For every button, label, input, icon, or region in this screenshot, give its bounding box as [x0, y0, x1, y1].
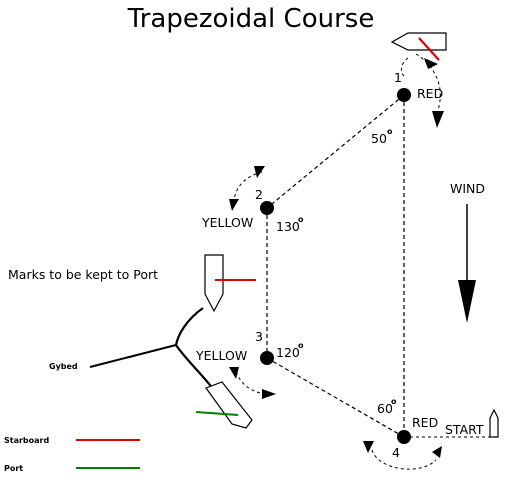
mark-2-number: 2 — [255, 187, 263, 202]
start-boat-icon — [489, 408, 499, 438]
mark-4-exit-arrow-icon — [432, 446, 442, 458]
mark-4-color: RED — [412, 415, 438, 430]
mark-2-rounding-arrow-icon — [254, 166, 265, 178]
mark-1 — [397, 88, 411, 102]
wind-arrow-icon — [458, 280, 476, 323]
gybed-pointer-line — [89, 344, 177, 368]
mark-1-number: 1 — [394, 70, 402, 85]
gybed-label: Gybed — [49, 362, 78, 371]
legend: Starboard Port — [4, 436, 140, 473]
mark-2-rounding-path — [233, 171, 263, 201]
diagram-title: Trapezoidal Course — [127, 4, 375, 34]
gybe-boat-port-boom — [195, 411, 239, 416]
mark-4-number: 4 — [392, 445, 400, 460]
course-legs — [266, 94, 405, 438]
mark-4-rounding-arrow-icon — [363, 441, 374, 453]
mark-2-color: YELLOW — [201, 215, 253, 230]
leg-1-2 — [266, 94, 405, 209]
mark-1-approach-arrow-icon — [424, 58, 438, 69]
instruction-text: Marks to be kept to Port — [8, 267, 158, 282]
mark-3-rounding-path — [235, 371, 267, 395]
mark-2-degree: o — [298, 215, 304, 224]
mark-4-angle: 60 — [377, 401, 393, 416]
leg-3-4 — [266, 357, 405, 438]
mark-3-angle: 120 — [276, 345, 300, 360]
legend-starboard-label: Starboard — [4, 436, 49, 445]
mark-4-degree: o — [391, 397, 397, 406]
wind-label: WIND — [450, 181, 485, 196]
gybe-boat-port-icon — [205, 381, 253, 429]
mark-1-degree: o — [387, 127, 393, 136]
mark-1-rounding-arrow-icon — [432, 111, 444, 128]
mark-1-rounding-path — [415, 53, 441, 111]
legend-port-label: Port — [4, 464, 23, 473]
mark-2 — [260, 201, 274, 215]
mark-3-degree: o — [298, 341, 304, 350]
boat-top-starboard-boom — [418, 37, 440, 61]
mark-1-approach-path — [400, 57, 409, 77]
mark-3-number: 3 — [255, 329, 263, 344]
start-label: START — [445, 422, 484, 437]
mark-3 — [260, 351, 274, 365]
mark-2-angle: 130 — [276, 219, 300, 234]
gybe-boat-starboard-icon — [204, 254, 224, 313]
mark-3-exit-arrow-icon — [262, 389, 276, 399]
mark-1-angle: 50 — [371, 131, 387, 146]
mark-3-rounding-arrow-icon — [229, 367, 239, 379]
mark-4-rounding-path — [371, 449, 437, 470]
boat-top-icon — [390, 32, 447, 51]
mark-1-color: RED — [417, 86, 443, 101]
mark-3-color: YELLOW — [195, 348, 247, 363]
mark-2-exit-arrow-icon — [229, 199, 239, 211]
